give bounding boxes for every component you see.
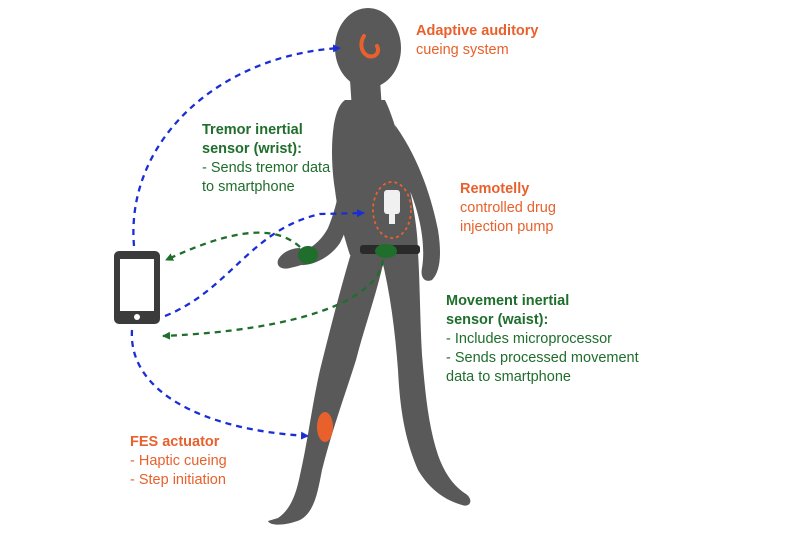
back-leg (380, 252, 471, 506)
rear-arm (395, 125, 440, 281)
auditory-title: Adaptive auditory (416, 23, 539, 39)
pump-title: Remotelly (460, 181, 530, 197)
smartphone-icon (114, 251, 160, 324)
tremor-title-2: sensor (wrist): (202, 141, 302, 157)
movement-line-2: - Sends processed movement (446, 350, 639, 366)
front-arm (300, 115, 365, 266)
injection-pump-icon (372, 181, 412, 239)
fes-actuator-patch (317, 412, 333, 442)
auditory-line-1: cueing system (416, 42, 509, 58)
tremor-line-2: to smartphone (202, 179, 295, 195)
auditory-label: Adaptive auditory cueing system (416, 22, 538, 60)
movement-title: Movement inertial (446, 293, 570, 309)
movement-sensor-label: Movement inertial sensor (waist): - Incl… (446, 292, 639, 387)
tremor-line-1: - Sends tremor data (202, 160, 331, 176)
movement-line-1: - Includes microprocessor (446, 331, 612, 347)
arrow-waist-to-phone (162, 259, 385, 340)
tremor-title: Tremor inertial (202, 122, 303, 138)
fes-actuator-label: FES actuator - Haptic cueing - Step init… (130, 433, 227, 490)
pump-label: Remotelly controlled drug injection pump (460, 180, 556, 237)
movement-line-3: data to smartphone (446, 369, 571, 385)
pump-line-2: injection pump (460, 219, 554, 235)
movement-title-2: sensor (waist): (446, 312, 549, 328)
fes-line-1: - Haptic cueing (130, 453, 227, 469)
ear-cueing-icon (359, 34, 380, 59)
waist-sensor (375, 244, 397, 258)
pump-line-1: controlled drug (460, 200, 556, 216)
arrow-phone-to-fes (130, 329, 309, 440)
tremor-sensor-label: Tremor inertial sensor (wrist): - Sends … (202, 121, 330, 197)
human-figure (268, 8, 471, 525)
head (335, 8, 401, 88)
fes-line-2: - Step initiation (130, 472, 226, 488)
fes-title: FES actuator (130, 434, 220, 450)
wrist-sensor (298, 246, 318, 264)
arrow-phone-to-pump (164, 209, 365, 318)
arrow-wrist-to-phone (165, 231, 301, 262)
front-leg (268, 250, 385, 525)
